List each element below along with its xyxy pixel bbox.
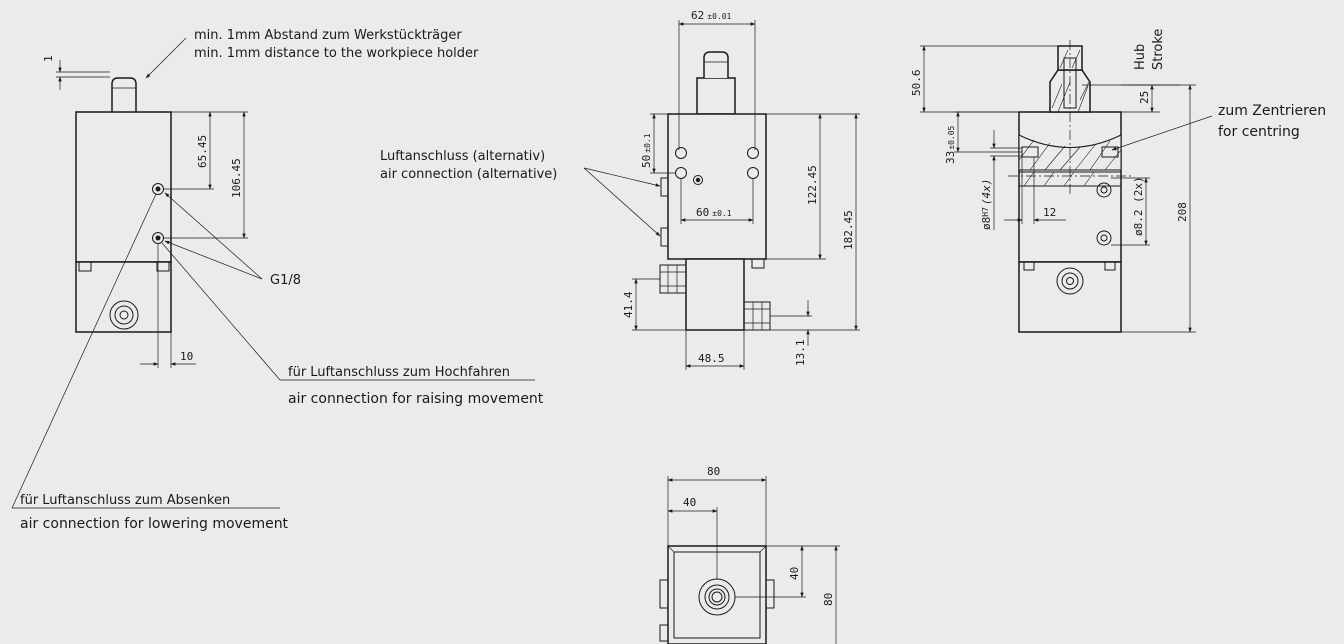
note-alt-de: Luftanschluss (alternativ): [380, 149, 545, 164]
note-lower-en: air connection for lowering movement: [20, 516, 289, 532]
g18-port-lower: [152, 232, 164, 244]
note-raise-en: air connection for raising movement: [288, 391, 544, 407]
front-view: 62±0.01 50±0.1 60±0.1 122.45 182.45 41.4…: [380, 9, 860, 370]
side-view: 1 min. 1mm Abstand zum Werkstückträger m…: [11, 28, 544, 532]
dim-10: 10: [180, 350, 193, 363]
section-fitting: [1056, 267, 1084, 295]
note-raise-de: für Luftanschluss zum Hochfahren: [288, 365, 510, 380]
g18-port-upper: [152, 183, 164, 195]
dim-65-45: 65.45: [196, 135, 209, 168]
dim-60: 60±0.1: [696, 206, 732, 219]
note-lower-de: für Luftanschluss zum Absenken: [20, 493, 230, 508]
dim-106-45: 106.45: [230, 158, 243, 198]
dim-8-2: ø8.2 (2x): [1132, 176, 1145, 236]
dim-40-height: 40: [788, 567, 801, 580]
side-fitting: [109, 300, 139, 330]
dim-41-4: 41.4: [622, 291, 635, 318]
note-alt-en: air connection (alternative): [380, 167, 557, 182]
dim-8h7: ø8H7(4x): [980, 179, 993, 230]
note-centre-de: zum Zentrieren: [1218, 103, 1326, 119]
top-view: 80 40 40 80: [659, 465, 840, 644]
section-port-upper: [1096, 182, 1112, 198]
note-centre-en: for centring: [1218, 124, 1300, 140]
note-distance-en: min. 1mm distance to the workpiece holde…: [194, 46, 479, 61]
front-fitting-right: [743, 301, 771, 331]
dim-50-6: 50.6: [910, 70, 923, 97]
dim-clearance: 1: [42, 55, 55, 62]
dim-25: 25: [1138, 91, 1151, 104]
section-view: 50.6 33±0.05 ø8H7(4x) 12 ø8.2 (2x) 25 Hu…: [910, 29, 1326, 333]
dim-208: 208: [1176, 202, 1189, 222]
label-stroke: Stroke: [1151, 29, 1166, 70]
dim-33: 33±0.05: [944, 125, 957, 164]
dim-13-1: 13.1: [794, 340, 807, 367]
note-distance-de: min. 1mm Abstand zum Werkstückträger: [194, 28, 462, 43]
dim-122-45: 122.45: [806, 165, 819, 205]
dim-182-45: 182.45: [842, 210, 855, 250]
dim-40-width: 40: [683, 496, 696, 509]
dim-80-height: 80: [822, 593, 835, 606]
front-fitting-left: [659, 264, 687, 294]
label-hub: Hub: [1133, 44, 1148, 70]
section-port-lower: [1096, 230, 1112, 246]
dim-62: 62±0.01: [691, 9, 732, 22]
dim-12: 12: [1043, 206, 1056, 219]
dim-48-5: 48.5: [698, 352, 725, 365]
dim-50: 50±0.1: [640, 133, 653, 168]
dim-80-width: 80: [707, 465, 720, 478]
note-thread: G1/8: [270, 273, 301, 288]
